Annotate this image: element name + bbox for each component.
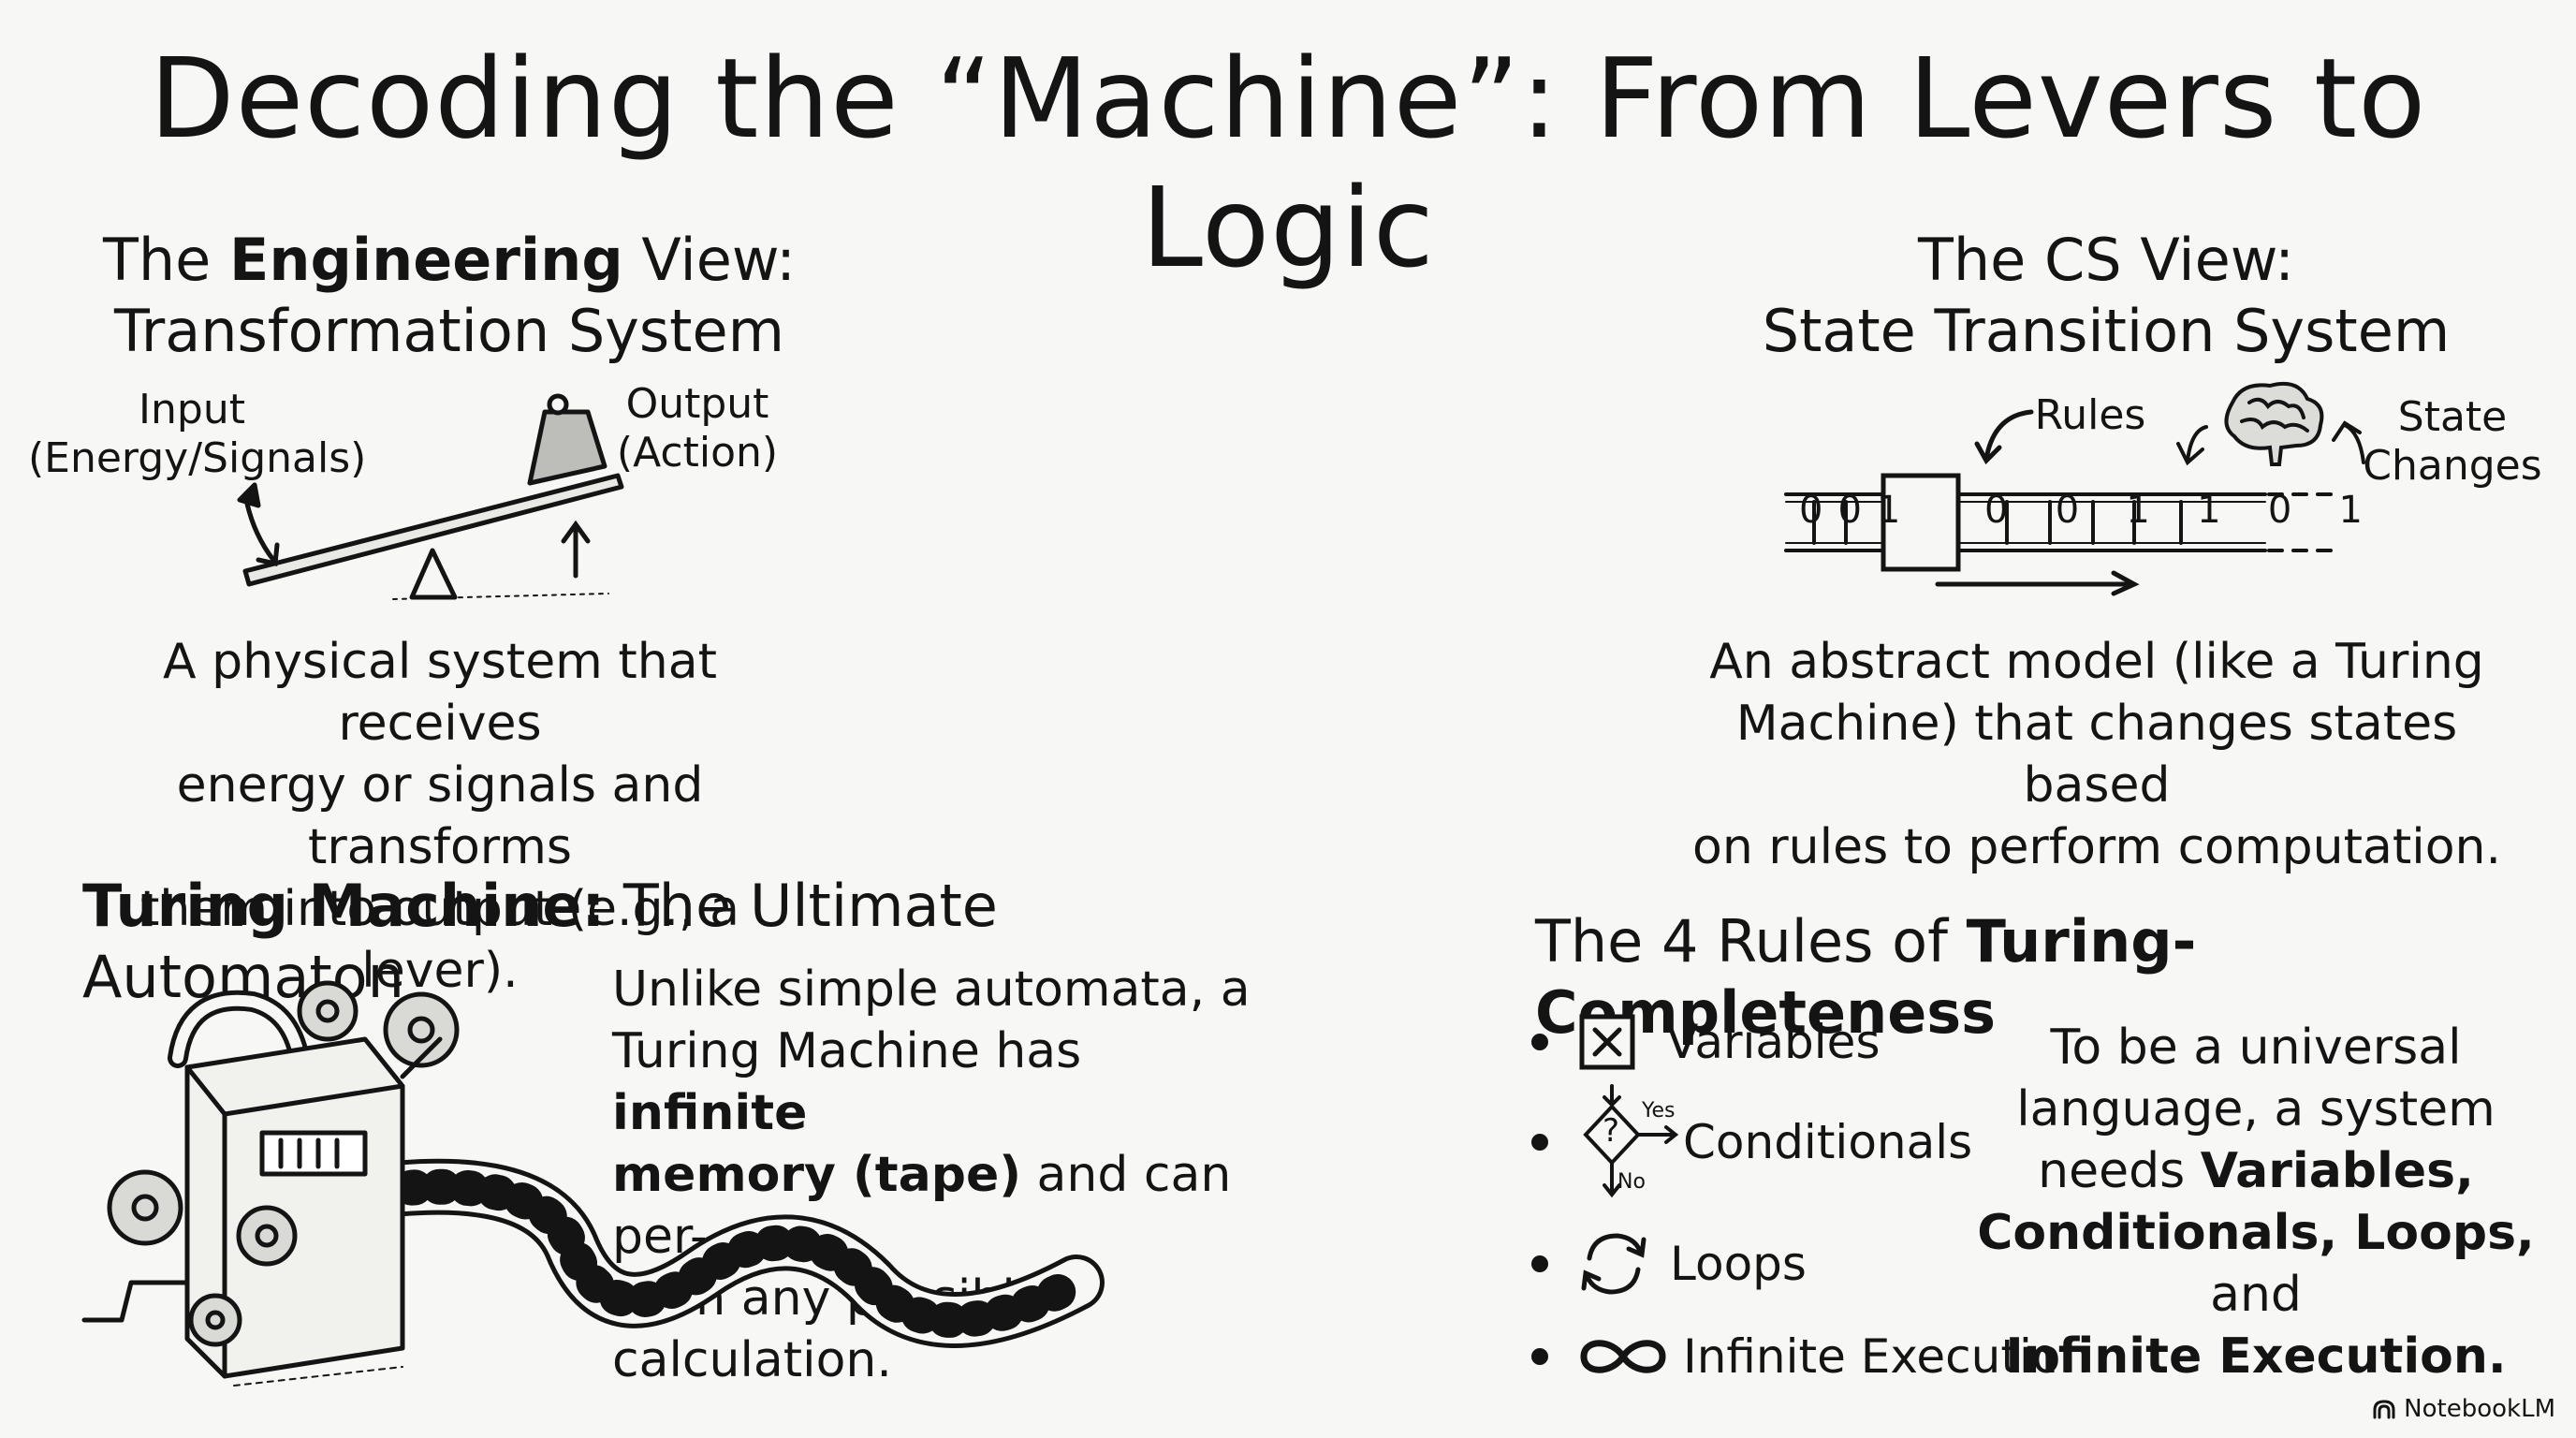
engineering-description: A physical system that receives energy o… — [56, 631, 824, 1002]
rule-label: Conditionals — [1683, 1115, 1973, 1169]
rules-heading-prefix: The 4 Rules of — [1535, 907, 1967, 976]
bullet — [1531, 1034, 1548, 1050]
bullet — [1531, 1255, 1548, 1272]
tape-cell: 1 — [1876, 489, 1901, 532]
engineering-heading: The Engineering View: Transformation Sys… — [56, 225, 842, 367]
summary-line: To be a universal — [2050, 1020, 2462, 1076]
page-title: Decoding the “Machine”: From Levers to L… — [149, 34, 2427, 292]
output-label: Output (Action) — [608, 380, 786, 477]
decision-yes: Yes — [1642, 1099, 1676, 1123]
rule-conditionals: ? Yes No Conditionals — [1531, 1084, 1973, 1198]
cs-description-line: on rules to perform computation. — [1692, 819, 2501, 875]
cs-description-line: An abstract model (like a Turing — [1709, 634, 2484, 690]
tape-cell: 0 — [1837, 489, 1862, 532]
lever-icon — [237, 393, 624, 600]
rule-label: Variables — [1666, 1015, 1881, 1069]
rules-summary: To be a universal language, a system nee… — [1966, 1017, 2546, 1387]
cs-description-line: Machine) that changes states based — [1735, 696, 2458, 814]
cs-heading-line1: The CS View: — [1917, 226, 2294, 294]
rule-loops: Loops — [1531, 1226, 1807, 1301]
input-arrow-icon — [244, 501, 280, 567]
decision-no: No — [1617, 1170, 1646, 1194]
rules-arrow-icon — [1974, 409, 2034, 465]
infinity-icon — [1580, 1340, 1666, 1373]
state-changes-line2: Changes — [2363, 442, 2542, 490]
summary-line: Conditionals, Loops, and — [1966, 1202, 2546, 1326]
decision-diamond-icon: ? Yes No — [1576, 1084, 1679, 1198]
bullet — [1531, 1348, 1548, 1365]
turing-line: Turing Machine has infinite — [612, 1020, 1286, 1144]
tape-cell: 0 — [2055, 489, 2080, 532]
engineering-description-line: energy or signals and transforms — [176, 757, 704, 875]
tape-cell: 0 — [1799, 489, 1823, 532]
summary-line3-bold: Variables, — [2200, 1143, 2474, 1199]
engineering-description-line: them into output (e.g., a lever). — [140, 881, 739, 999]
input-label-line2: (Energy/Signals) — [28, 434, 367, 482]
engineering-description-line: A physical system that receives — [163, 634, 717, 752]
turing-line2-bold: infinite — [612, 1085, 808, 1141]
tape-cell: 0 — [2267, 489, 2292, 532]
loop-icon — [1581, 1233, 1647, 1295]
engineering-heading-suffix: View: — [622, 226, 797, 294]
tape-right-cells: 0 0 1 1 0 1 — [1977, 489, 2370, 532]
logo-text: NotebookLM — [2404, 1395, 2555, 1423]
summary-line: language, a system — [2016, 1081, 2496, 1137]
rule-label: Loops — [1670, 1237, 1807, 1291]
summary-line4-rest: and — [2210, 1267, 2302, 1323]
state-changes-line1: State — [2397, 393, 2508, 441]
weight-icon — [527, 393, 607, 486]
rules-heading-bold: Turing-Completeness — [1535, 907, 2197, 1047]
turing-description: Unlike simple automata, a Turing Machine… — [612, 959, 1286, 1391]
notebooklm-logo-icon — [2373, 1400, 2395, 1419]
cs-heading: The CS View: State Transition System — [1722, 225, 2490, 367]
turing-line2-prefix: Turing Machine has — [612, 1023, 1082, 1079]
cs-heading-line2: State Transition System — [1762, 297, 2451, 365]
tape-cell: 0 — [1984, 489, 2009, 532]
engineering-heading-bold: Engineering — [228, 226, 623, 294]
tape-left-cells: 0 0 1 — [1799, 489, 1900, 532]
turing-line3-bold: memory (tape) — [612, 1147, 1021, 1203]
rule-variables: Variables — [1531, 1011, 1881, 1073]
input-label-line1: Input — [139, 386, 245, 433]
decision-question: ? — [1603, 1112, 1620, 1150]
rules-heading: The 4 Rules of Turing-Completeness — [1535, 906, 2565, 1049]
summary-line3-prefix: needs — [2038, 1143, 2201, 1199]
state-changes-label: State Changes — [2359, 393, 2546, 491]
turing-heading-bold: Turing Machine: — [82, 872, 606, 940]
output-label-line1: Output — [625, 380, 769, 428]
tape-icon — [1784, 473, 2342, 596]
turing-line: Unlike simple automata, a — [612, 961, 1251, 1018]
brain-icon — [2176, 381, 2365, 466]
tape-cell: 1 — [2197, 489, 2221, 532]
summary-line: needs Variables, — [1966, 1140, 2546, 1202]
tape-cell: 1 — [2338, 489, 2363, 532]
rules-label: Rules — [2034, 391, 2146, 439]
machine-icon — [81, 980, 1105, 1387]
rule-infinite-execution: Infinite Execution — [1531, 1329, 2090, 1384]
notebooklm-logo: NotebookLM — [2372, 1395, 2555, 1423]
rule-label: Infinite Execution — [1683, 1329, 2091, 1384]
cs-description: An abstract model (like a Turing Machine… — [1676, 631, 2518, 878]
engineering-heading-line2: Transformation System — [113, 297, 785, 365]
engineering-heading-prefix: The — [102, 226, 229, 294]
summary-line: Infinite Execution. — [2005, 1328, 2507, 1385]
variable-box-icon — [1579, 1014, 1635, 1070]
bullet — [1531, 1134, 1548, 1151]
output-label-line2: (Action) — [616, 429, 779, 477]
summary-line4-bold: Conditionals, Loops, — [1977, 1205, 2535, 1261]
input-label: Input (Energy/Signals) — [28, 386, 366, 483]
tape-cell: 1 — [2126, 489, 2150, 532]
